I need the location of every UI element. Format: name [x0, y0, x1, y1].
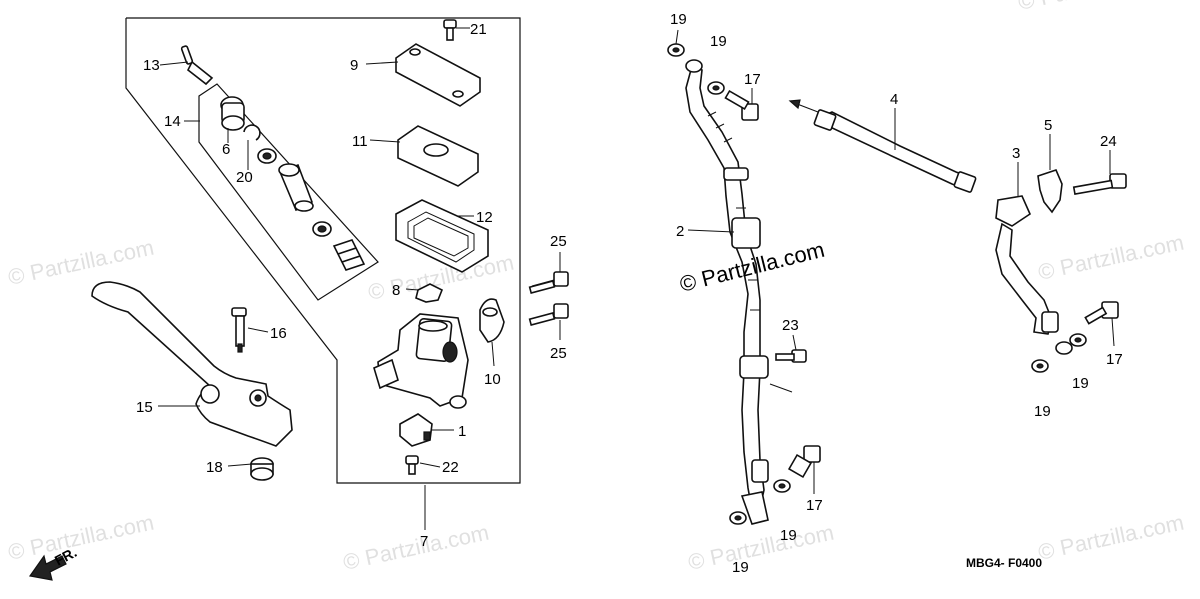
callout-25-upper: 25 — [550, 233, 567, 250]
callout-9: 9 — [350, 57, 358, 74]
callout-10: 10 — [484, 371, 501, 388]
callout-16: 16 — [270, 325, 287, 342]
part-17-bolt-right — [1084, 301, 1119, 325]
watermark: © Partzilla.com — [686, 520, 836, 575]
part-11-diaphragm-plate — [397, 125, 479, 187]
part-2-brake-hose — [685, 59, 769, 525]
watermark: © Partzilla.com — [6, 235, 156, 290]
callout-15: 15 — [136, 399, 153, 416]
part-3-hose-joint — [995, 195, 1073, 355]
callout-24: 24 — [1100, 133, 1117, 150]
diagram-code: MBG4- F0400 — [966, 556, 1042, 570]
callout-1: 1 — [458, 423, 466, 440]
callout-2: 2 — [676, 223, 684, 240]
callout-13: 13 — [143, 57, 160, 74]
callout-19: 19 — [780, 527, 797, 544]
callout-23: 23 — [782, 317, 799, 334]
part-17-bolt-lower — [787, 445, 821, 479]
arrow-icon — [28, 554, 67, 581]
master-cylinder-group-outline — [125, 17, 521, 484]
secondary-cup — [312, 221, 332, 237]
callout-17: 17 — [744, 71, 761, 88]
part-25-bolt-upper — [528, 271, 569, 294]
callout-14: 14 — [164, 113, 181, 130]
watermark: © Partzilla.com — [1036, 510, 1186, 565]
callout-4: 4 — [890, 91, 898, 108]
part-4-brake-hose — [813, 109, 977, 193]
part-9-reservoir-cap — [395, 43, 481, 107]
callout-8: 8 — [392, 282, 400, 299]
leader-lines — [158, 27, 1115, 530]
part-19-washers — [667, 43, 1087, 525]
part-24-bolt — [1072, 173, 1127, 195]
callouts: 21 9 11 12 8 10 1 22 7 13 14 6 20 16 15 … — [136, 11, 1123, 576]
spring — [332, 239, 366, 271]
master-cylinder-body — [373, 313, 469, 409]
piston-seal — [257, 148, 277, 164]
callout-17: 17 — [1106, 351, 1123, 368]
callout-21: 21 — [470, 21, 487, 38]
watermark: © Partzilla.com — [341, 520, 491, 575]
arrow-head — [788, 99, 801, 110]
part-25-bolt-lower — [528, 303, 569, 326]
callout-20: 20 — [236, 169, 253, 186]
direction-arrow — [769, 383, 793, 393]
callout-19: 19 — [710, 33, 727, 50]
callout-19: 19 — [732, 559, 749, 576]
part-1-brake-switch — [399, 413, 433, 447]
part-23-bolt — [775, 349, 807, 363]
part-10-boot — [479, 298, 505, 343]
part-16-pivot-bolt — [231, 307, 247, 353]
watermark: © Partzilla.com — [1036, 230, 1186, 285]
watermark: © Partzilla.com — [1016, 0, 1166, 15]
part-5-hose-clamp — [1037, 169, 1063, 214]
watermarks: © Partzilla.com © Partzilla.com © Partzi… — [6, 0, 1186, 575]
callout-6: 6 — [222, 141, 230, 158]
callout-25-lower: 25 — [550, 345, 567, 362]
part-20-circlip — [243, 124, 261, 141]
callout-3: 3 — [1012, 145, 1020, 162]
part-15-brake-lever — [91, 281, 293, 447]
part-6-piston — [220, 96, 245, 131]
callout-5: 5 — [1044, 117, 1052, 134]
callout-12: 12 — [476, 209, 493, 226]
callout-18: 18 — [206, 459, 223, 476]
callout-11: 11 — [352, 133, 368, 150]
part-13-pin — [180, 45, 214, 86]
callout-17: 17 — [806, 497, 823, 514]
part-21-screw — [443, 19, 457, 41]
callout-22: 22 — [442, 459, 459, 476]
watermark: © Partzilla.com — [6, 510, 156, 565]
callout-19: 19 — [670, 11, 687, 28]
part-22-screw — [405, 455, 419, 475]
callout-7: 7 — [420, 533, 428, 550]
piston — [278, 163, 314, 212]
part-12-diaphragm — [395, 199, 489, 273]
part-8-clip — [415, 283, 444, 303]
part-17-bolt-upper — [724, 89, 759, 121]
part-18-bushing — [250, 457, 274, 481]
callout-19: 19 — [1072, 375, 1089, 392]
piston-kit-outline — [198, 83, 379, 301]
callout-19: 19 — [1034, 403, 1051, 420]
